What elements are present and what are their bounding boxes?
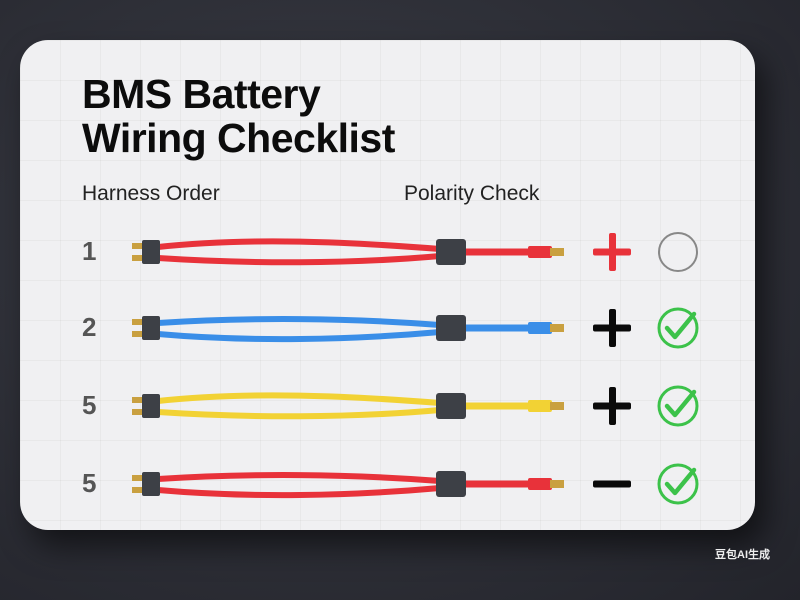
pin (132, 475, 144, 481)
connector-housing (142, 316, 160, 340)
pin (132, 243, 144, 249)
heat-shrink (528, 478, 552, 490)
plus-icon (593, 233, 631, 271)
ferrite-block (436, 471, 466, 497)
check-circle-icon[interactable] (656, 384, 700, 428)
check-circle-icon[interactable] (656, 306, 700, 350)
checklist-row: 2 (20, 298, 755, 358)
wire-harness (132, 238, 564, 266)
wire-harness (132, 315, 564, 343)
pin (132, 255, 144, 261)
wire-harness (132, 471, 564, 499)
plus-icon (593, 387, 631, 425)
wire-strand (157, 316, 441, 328)
harness-number: 5 (82, 390, 97, 420)
connector-housing (142, 394, 160, 418)
checklist-card: BMS Battery Wiring Checklist Harness Ord… (20, 40, 755, 530)
heat-shrink (528, 246, 552, 258)
wire-strand (157, 472, 441, 484)
ferrite-block (436, 315, 466, 341)
title-line-2: Wiring Checklist (82, 115, 395, 161)
checklist-row: 5 (20, 376, 755, 436)
page-title: BMS Battery Wiring Checklist (82, 72, 395, 160)
pin (132, 487, 144, 493)
wire-strand (157, 392, 441, 406)
wire-strand (157, 329, 441, 343)
watermark: 豆包AI生成 (715, 549, 770, 561)
empty-circle-checkbox[interactable] (656, 230, 700, 274)
bullet-pin (550, 480, 564, 488)
pin (132, 409, 144, 415)
ferrite-block (436, 393, 466, 419)
checklist-row: 1 (20, 222, 755, 282)
pin (132, 331, 144, 337)
plus-icon (593, 309, 631, 347)
heat-shrink (528, 322, 552, 334)
checklist-row: 5 (20, 454, 755, 514)
harness-number: 5 (82, 468, 97, 498)
wire-strand (157, 485, 441, 499)
bullet-pin (550, 248, 564, 256)
harness-number: 1 (82, 236, 97, 266)
connector-housing (142, 240, 160, 264)
wire-strand (157, 253, 441, 266)
heat-shrink (528, 400, 552, 412)
wire-strand (157, 238, 441, 252)
title-line-1: BMS Battery (82, 71, 321, 117)
pin (132, 397, 144, 403)
pin (132, 319, 144, 325)
harness-order-header: Harness Order (82, 182, 220, 205)
wire-harness (132, 392, 564, 420)
bullet-pin (550, 324, 564, 332)
polarity-check-header: Polarity Check (404, 182, 540, 205)
harness-number: 2 (82, 312, 97, 342)
minus-icon (593, 480, 631, 488)
connector-housing (142, 472, 160, 496)
check-circle-icon[interactable] (656, 462, 700, 506)
bullet-pin (550, 402, 564, 410)
ferrite-block (436, 239, 466, 265)
wire-strand (157, 407, 441, 420)
